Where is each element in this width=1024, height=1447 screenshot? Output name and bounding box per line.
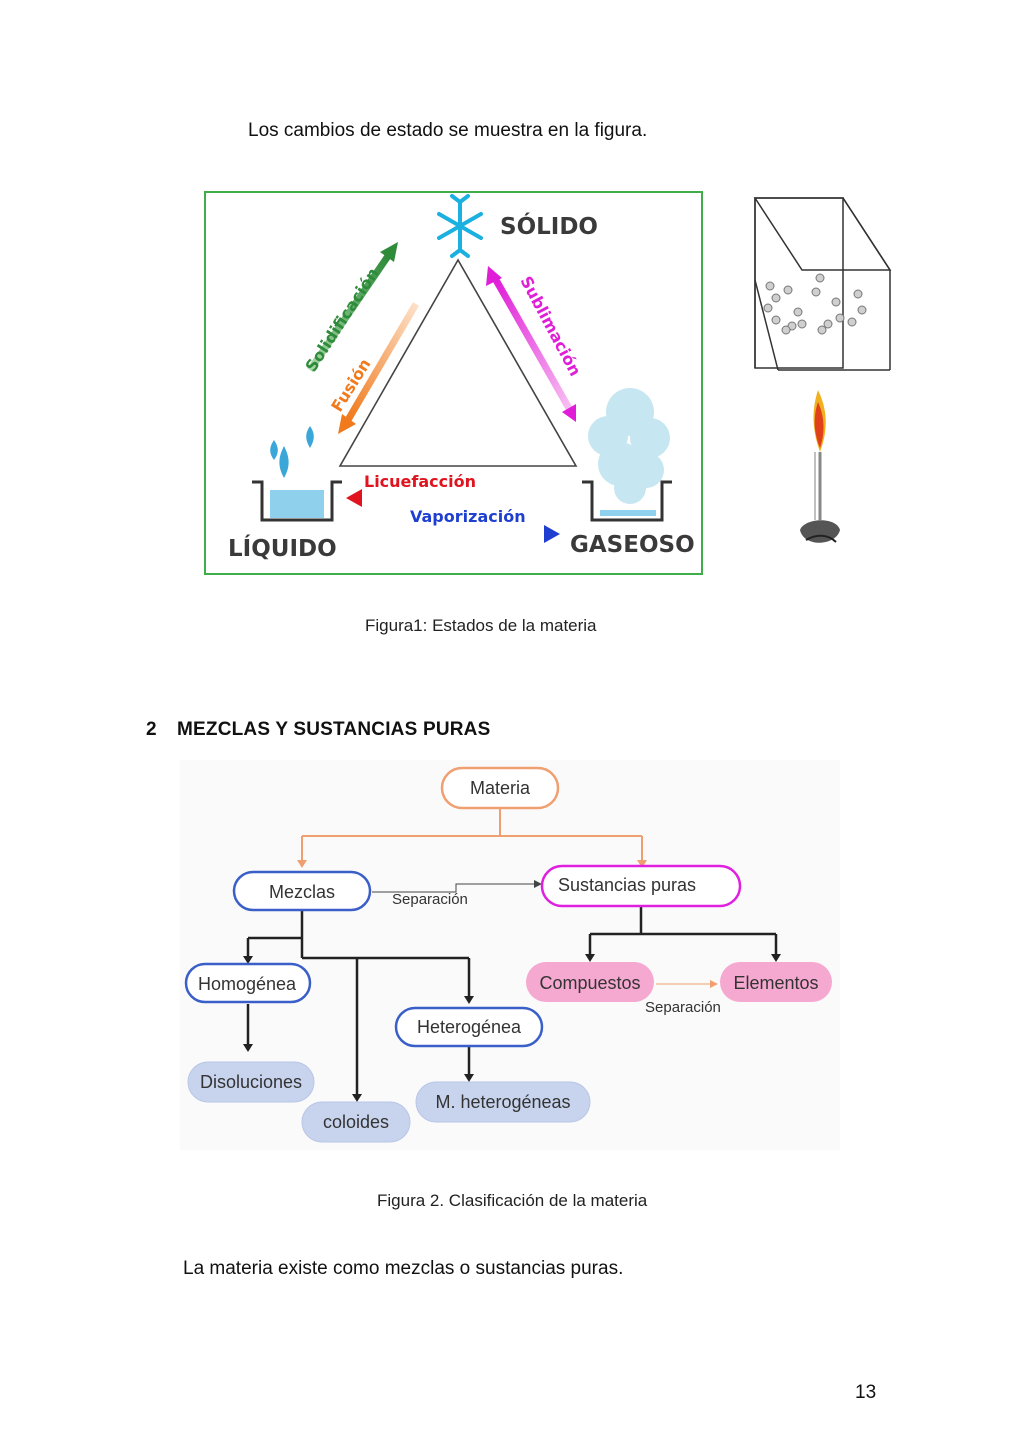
edge-label-separacion-1: Separación <box>392 891 468 908</box>
svg-text:Compuestos: Compuestos <box>539 973 640 993</box>
states-of-matter-diagram: SÓLIDO Solidificación Fusión Sublimación… <box>204 191 703 575</box>
solidification-arrow <box>307 242 398 372</box>
water-drops-icon <box>270 426 314 478</box>
svg-text:coloides: coloides <box>323 1112 389 1132</box>
section-number: 2 <box>146 719 157 740</box>
edge-label-separacion-2: Separación <box>645 999 721 1016</box>
section-title: MEZCLAS Y SUSTANCIAS PURAS <box>177 719 491 740</box>
liquefaction-arrow <box>346 489 508 507</box>
gas-particle-box <box>753 197 892 371</box>
state-solid: SÓLIDO <box>500 212 598 240</box>
node-m-heterogeneas: M. heterogéneas <box>415 1081 591 1123</box>
vaporization-arrow <box>408 525 560 543</box>
page-number: 13 <box>855 1382 877 1403</box>
label-vaporization: Vaporización <box>410 507 526 526</box>
label-liquefaction: Licuefacción <box>364 472 476 491</box>
separation-arrow-compuestos <box>656 980 718 988</box>
node-heterogenea: Heterogénea <box>394 1006 544 1048</box>
closing-paragraph: La materia existe como mezclas o sustanc… <box>183 1258 624 1279</box>
svg-text:Disoluciones: Disoluciones <box>200 1072 302 1092</box>
node-elementos: Elementos <box>720 962 832 1002</box>
node-materia: Materia <box>440 766 560 810</box>
liquid-beaker-icon <box>252 480 342 522</box>
sustancias-connectors <box>588 906 778 956</box>
flame-icon <box>800 390 840 543</box>
svg-text:Homogénea: Homogénea <box>198 974 297 994</box>
snowflake-icon <box>437 194 483 258</box>
sublimation-arrow <box>486 266 576 422</box>
svg-text:Sustancias puras: Sustancias puras <box>558 875 696 895</box>
states-triangle <box>338 258 578 467</box>
matter-classification-diagram: Separación Separación Materia Mezclas Su… <box>180 760 840 1150</box>
node-disoluciones: Disoluciones <box>187 1061 315 1103</box>
node-coloides: coloides <box>301 1101 411 1143</box>
svg-text:M. heterogéneas: M. heterogéneas <box>435 1092 570 1112</box>
svg-text:Heterogénea: Heterogénea <box>417 1017 522 1037</box>
fusion-arrow <box>338 302 420 434</box>
node-sustancias-puras: Sustancias puras <box>540 864 742 908</box>
svg-text:Mezclas: Mezclas <box>269 882 335 902</box>
node-compuestos: Compuestos <box>526 962 654 1002</box>
gas-particles <box>763 273 867 335</box>
materia-connectors <box>301 808 643 862</box>
state-liquid: LÍQUIDO <box>228 534 337 562</box>
node-homogenea: Homogénea <box>184 962 312 1004</box>
gas-beaker-icon <box>582 480 672 522</box>
separation-arrow-mezclas <box>372 880 542 893</box>
svg-text:Elementos: Elementos <box>733 973 818 993</box>
gas-box-and-flame-illustration <box>753 197 892 543</box>
node-mezclas: Mezclas <box>232 870 372 912</box>
section-heading: 2 MEZCLAS Y SUSTANCIAS PURAS <box>146 719 490 741</box>
mezclas-connectors <box>246 910 471 1096</box>
svg-text:Materia: Materia <box>470 778 531 798</box>
state-gas: GASEOSO <box>570 532 695 558</box>
figure2-caption: Figura 2. Clasificación de la materia <box>377 1191 648 1210</box>
gas-cloud-icon <box>588 388 670 504</box>
figure1-caption: Figura1: Estados de la materia <box>365 616 597 635</box>
intro-paragraph: Los cambios de estado se muestra en la f… <box>248 120 648 141</box>
